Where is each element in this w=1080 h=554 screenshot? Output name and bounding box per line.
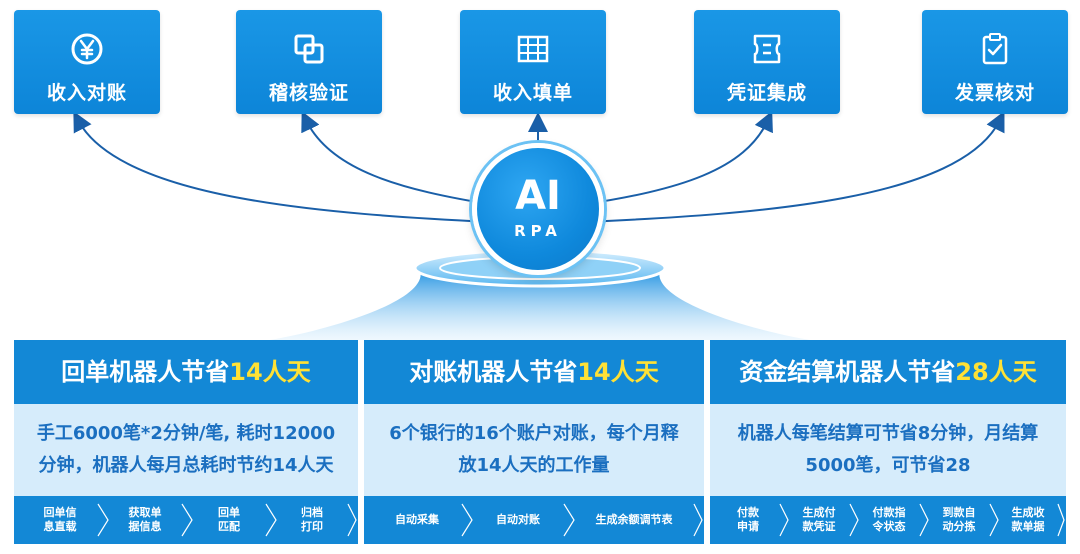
process-step: 生成付款凭证 xyxy=(802,506,836,533)
panel-receipt-robot: 回单机器人节省14人天 手工6000笔*2分钟/笔, 耗时12000 分钟，机器… xyxy=(14,340,358,544)
panel-desc-line: 5000笔，可节省28 xyxy=(805,455,971,476)
step-chevrons xyxy=(779,503,1065,537)
panel-desc-line: 6个银行的16个账户对账，每个月释 xyxy=(389,423,679,444)
process-step: 付款指令状态 xyxy=(872,506,906,533)
panel-title: 对账机器人节省 xyxy=(409,358,578,386)
clipboard-check-icon xyxy=(982,33,1008,65)
card-label: 凭证集成 xyxy=(726,82,807,104)
card-income-reconciliation[interactable]: 收入对账 xyxy=(14,10,160,114)
card-label: 收入对账 xyxy=(46,82,127,104)
panel-desc-line: 机器人每笔结算可节省8分钟，月结算 xyxy=(737,423,1039,444)
process-step: 自动对账 xyxy=(496,513,540,526)
panel-desc-line: 分钟，机器人每月总耗时节约14人天 xyxy=(38,455,334,476)
table-icon xyxy=(517,35,549,63)
card-label: 发票核对 xyxy=(954,82,1035,104)
panel-description: 6个银行的16个账户对账，每个月释 放14人天的工作量 xyxy=(364,404,704,496)
panel-description: 机器人每笔结算可节省8分钟，月结算 5000笔，可节省28 xyxy=(710,404,1066,496)
yen-circle-icon xyxy=(71,33,103,65)
hub-title: AI xyxy=(515,173,561,219)
card-label: 收入填单 xyxy=(492,82,573,104)
connector-curve-4 xyxy=(579,110,773,206)
process-steps: 自动采集 自动对账 生成余额调节表 xyxy=(364,496,704,544)
panel-highlight: 14人天 xyxy=(577,358,659,386)
panel-title: 回单机器人节省 xyxy=(61,358,230,386)
card-label: 稽核验证 xyxy=(268,82,349,104)
process-step: 付款申请 xyxy=(737,506,759,533)
connector-curve-5 xyxy=(585,111,1005,223)
card-invoice-check[interactable]: 发票核对 xyxy=(922,10,1068,114)
panel-highlight: 28人天 xyxy=(955,358,1037,386)
process-steps: 付款申请 生成付款凭证 付款指令状态 到款自动分拣 生成收款单据 xyxy=(710,496,1066,544)
panel-header: 对账机器人节省14人天 xyxy=(364,340,704,404)
process-step: 回单匹配 xyxy=(218,506,240,533)
process-step: 回单信息直载 xyxy=(43,506,77,533)
panel-description: 手工6000笔*2分钟/笔, 耗时12000 分钟，机器人每月总耗时节约14人天 xyxy=(14,404,358,496)
process-step: 到款自动分拣 xyxy=(942,506,976,533)
process-step: 生成余额调节表 xyxy=(595,513,673,526)
panel-title: 资金结算机器人节省 xyxy=(739,358,956,386)
panel-reconciliation-robot: 对账机器人节省14人天 6个银行的16个账户对账，每个月释 放14人天的工作量 … xyxy=(364,340,704,544)
panel-settlement-robot: 资金结算机器人节省28人天 机器人每笔结算可节省8分钟，月结算 5000笔，可节… xyxy=(710,340,1066,544)
hub-subtitle: RPA xyxy=(514,222,562,240)
panel-header: 资金结算机器人节省28人天 xyxy=(710,340,1066,404)
voucher-icon xyxy=(753,34,781,64)
card-income-form-fill[interactable]: 收入填单 xyxy=(460,10,606,114)
connector-curve-2 xyxy=(301,110,496,206)
connector-curve-1 xyxy=(73,111,491,223)
panel-desc-line: 放14人天的工作量 xyxy=(458,455,610,476)
card-audit-verification[interactable]: 稽核验证 xyxy=(236,10,382,114)
process-steps: 回单信息直载 获取单据信息 回单匹配 归档打印 xyxy=(14,496,358,544)
step-chevrons xyxy=(461,503,703,537)
process-step: 生成收款单据 xyxy=(1011,506,1045,533)
ai-rpa-hub: AI RPA xyxy=(472,143,604,275)
process-step: 获取单据信息 xyxy=(128,506,162,533)
card-voucher-integration[interactable]: 凭证集成 xyxy=(694,10,840,114)
process-step: 归档打印 xyxy=(301,506,323,533)
overlap-squares-icon xyxy=(294,34,324,64)
panel-highlight: 14人天 xyxy=(229,358,311,386)
panel-header: 回单机器人节省14人天 xyxy=(14,340,358,404)
step-chevrons xyxy=(97,503,357,537)
panel-desc-line: 手工6000笔*2分钟/笔, 耗时12000 xyxy=(36,423,336,444)
process-step: 自动采集 xyxy=(395,513,439,526)
